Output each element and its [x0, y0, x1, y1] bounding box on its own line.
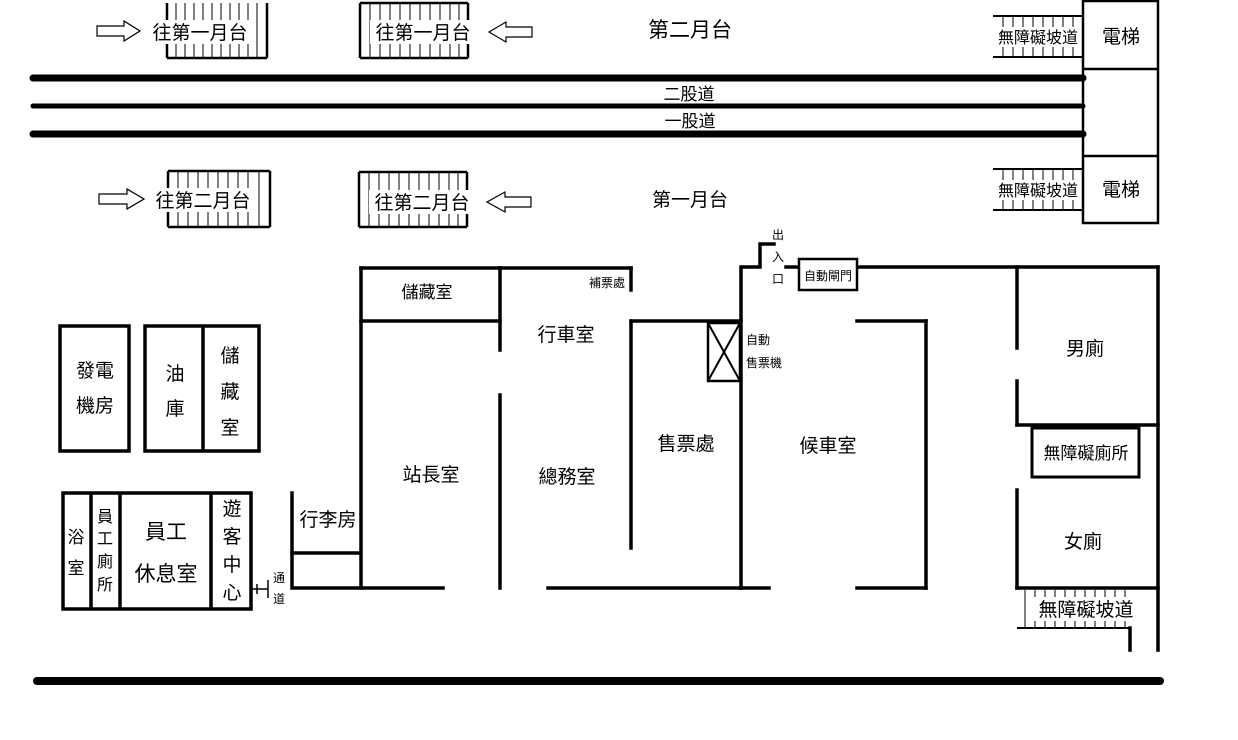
outbuilding-walls — [58, 324, 261, 611]
platform1-stair-mid: 往第二月台 — [357, 170, 532, 229]
right-arrow-icon — [98, 187, 146, 211]
ticket-office-label: 售票處 — [657, 433, 714, 455]
side-storage-room: 儲 藏 室 — [220, 345, 239, 439]
staff-toilet-label: 工 — [97, 529, 113, 548]
platform2-stair-left: 往第一月台 — [96, 3, 269, 60]
bathroom: 浴 室 — [68, 528, 85, 579]
staff-toilet: 員 工 廁 所 — [97, 507, 113, 594]
platform1-ramp-label: 無障礙坡道 — [998, 181, 1078, 200]
left-arrow-icon — [485, 190, 532, 214]
side-storage-label: 室 — [220, 417, 239, 439]
platform2-title: 第二月台 — [648, 18, 732, 42]
oil-depot: 油 庫 — [165, 363, 184, 420]
waiting-room-label: 候車室 — [799, 435, 856, 457]
visitor-center: 遊 客 中 心 — [222, 498, 241, 604]
accessible-toilet-box — [1030, 426, 1141, 479]
entrance-label: 出 — [772, 228, 784, 242]
bottom-ramp: 無障礙坡道 — [1017, 590, 1139, 629]
bottom-ramp-label: 無障礙坡道 — [1038, 599, 1133, 621]
passage: 通 道 — [252, 571, 285, 606]
passage-label: 道 — [273, 592, 285, 606]
side-storage-label: 藏 — [220, 381, 239, 403]
ramp-icon — [993, 15, 1083, 58]
auto-gate-label: 自動閘門 — [804, 269, 852, 283]
staff-lounge: 員工 休息室 — [135, 520, 198, 586]
rail-lines — [29, 74, 1164, 685]
visitor-center-label: 心 — [222, 582, 241, 604]
accessible-toilet-label: 無障礙廁所 — [1044, 443, 1129, 464]
general-affairs-label: 總務室 — [538, 466, 595, 488]
auto-gate-box — [797, 257, 859, 292]
entrance-label: 入 — [772, 250, 784, 264]
stair-icon — [166, 169, 272, 229]
platform1-stair-mid-label: 往第二月台 — [374, 192, 469, 214]
fare-adjustment-label: 補票處 — [589, 276, 625, 290]
platform1-elevator-label: 電梯 — [1102, 179, 1140, 201]
platform2-elevator-label: 電梯 — [1102, 26, 1140, 48]
platform1-ramp: 無障礙坡道 — [993, 168, 1083, 211]
staff-lounge-label: 員工 — [145, 520, 187, 544]
side-storage-label: 儲 — [220, 345, 239, 367]
left-arrow-icon — [487, 20, 533, 44]
platform2-ramp-label: 無障礙坡道 — [998, 28, 1078, 47]
platform1-title: 第一月台 — [652, 189, 728, 211]
platform1-stair-left: 往第二月台 — [98, 169, 272, 229]
bathroom-label: 室 — [68, 559, 85, 579]
passage-marker-icon — [252, 580, 269, 598]
station-walls — [290, 242, 1160, 652]
ticket-machine-icon — [706, 321, 742, 383]
bathroom-label: 浴 — [68, 528, 85, 548]
generator-room: 發電 機房 — [76, 360, 114, 417]
elevator-block — [1081, 0, 1160, 225]
right-arrow-icon — [96, 19, 142, 43]
passage-label: 通 — [273, 571, 285, 585]
generator-room-label: 發電 — [76, 360, 114, 382]
stationmaster-room-label: 站長室 — [402, 464, 459, 486]
platform2-stair-mid-label: 往第一月台 — [375, 22, 470, 44]
platform1-stair-left-label: 往第二月台 — [155, 190, 250, 212]
track1-label: 一股道 — [665, 112, 716, 132]
baggage-room-label: 行李房 — [299, 509, 356, 531]
ticket-machine-label: 售票機 — [746, 355, 782, 370]
platform2-stair-left-label: 往第一月台 — [152, 22, 247, 44]
staff-toilet-label: 所 — [97, 575, 113, 594]
generator-room-label: 機房 — [76, 395, 114, 417]
staff-lounge-label: 休息室 — [135, 562, 198, 586]
visitor-center-label: 客 — [222, 526, 241, 548]
entrance-label: 口 — [772, 272, 784, 286]
staff-toilet-label: 廁 — [97, 552, 113, 571]
visitor-center-label: 中 — [222, 554, 241, 576]
oil-depot-label: 油 — [165, 363, 184, 385]
platform2-ramp: 無障礙坡道 — [993, 15, 1083, 58]
staff-toilet-label: 員 — [97, 507, 113, 526]
platform2-stair-mid: 往第一月台 — [358, 1, 533, 60]
oil-depot-label: 庫 — [165, 398, 184, 420]
track2-label: 二股道 — [664, 85, 715, 105]
mens-toilet-label: 男廁 — [1066, 337, 1104, 360]
top-storage-label: 儲藏室 — [402, 283, 453, 303]
womens-toilet-label: 女廁 — [1064, 530, 1102, 553]
visitor-center-label: 遊 — [222, 498, 241, 520]
ticket-machine-label: 自動 — [746, 333, 770, 347]
dispatch-room-label: 行車室 — [537, 324, 594, 346]
